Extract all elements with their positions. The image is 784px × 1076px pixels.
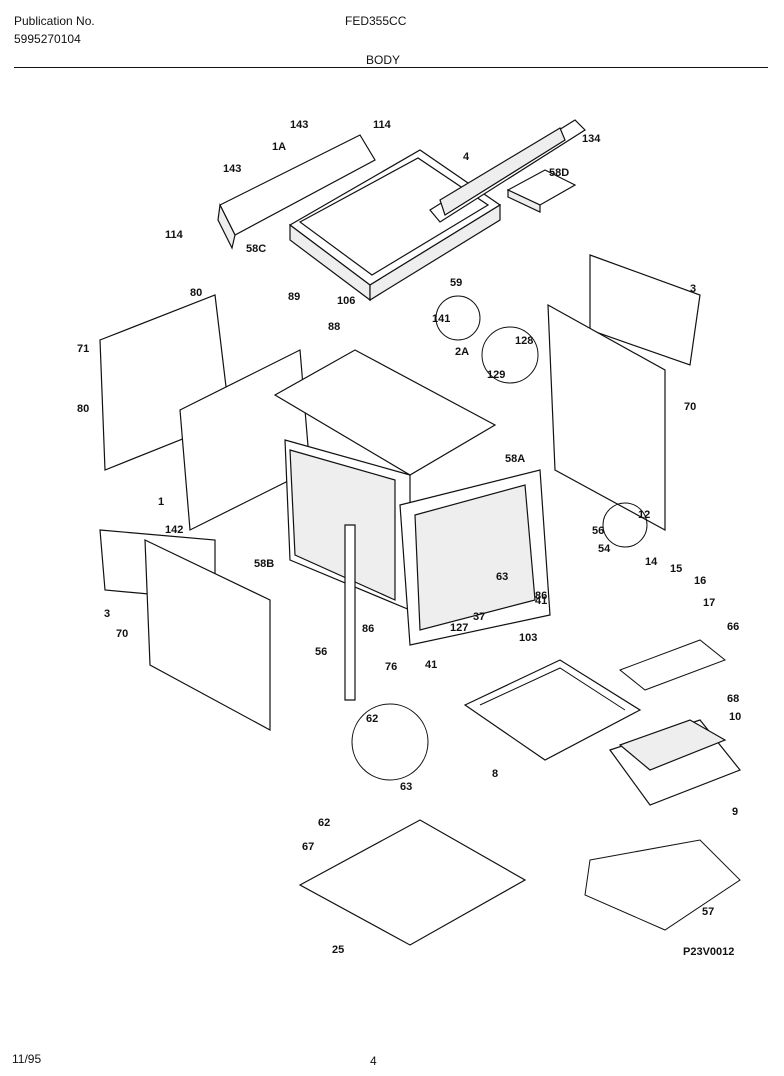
callout-127: 127	[450, 622, 468, 634]
callout-129: 129	[487, 369, 505, 381]
callout-1: 1	[158, 496, 164, 508]
callout-62: 62	[318, 817, 330, 829]
detail-circle-141	[435, 295, 481, 341]
callout-56: 56	[592, 525, 604, 537]
callout-41: 41	[425, 659, 437, 671]
callout-134: 134	[582, 133, 601, 145]
callout-16: 16	[694, 575, 706, 587]
broil-element	[619, 639, 726, 691]
callout-58A: 58A	[505, 453, 525, 465]
callout-143: 143	[223, 163, 241, 175]
footer-date: 11/95	[12, 1052, 42, 1066]
bottom-panel	[298, 819, 527, 946]
control-box	[506, 169, 577, 213]
callout-114: 114	[165, 229, 184, 241]
callout-3: 3	[104, 608, 110, 620]
callout-41: 41	[535, 595, 547, 607]
callout-56: 56	[315, 646, 327, 658]
callout-12: 12	[638, 509, 650, 521]
callout-143: 143	[290, 119, 308, 131]
callout-59: 59	[450, 277, 462, 289]
callout-89: 89	[288, 291, 300, 303]
cooktop-top-panel	[288, 149, 502, 302]
callout-62: 62	[366, 713, 378, 725]
callout-67: 67	[302, 841, 314, 853]
callout-86: 86	[535, 590, 547, 602]
callout-54: 54	[598, 543, 611, 555]
detail-circle-62	[351, 703, 429, 781]
callout-10: 10	[729, 711, 741, 723]
right-side-panel	[547, 254, 701, 532]
callout-57: 57	[702, 906, 714, 918]
detail-circle-12	[602, 502, 648, 548]
callout-17: 17	[703, 597, 715, 609]
door-strip	[344, 524, 356, 701]
broiler-rack	[463, 659, 642, 761]
lower-side-panel	[99, 529, 271, 732]
footer-page-number: 4	[370, 1054, 377, 1068]
callout-63: 63	[496, 571, 508, 583]
callout-58B: 58B	[254, 558, 274, 570]
model-number: FED355CC	[345, 14, 407, 28]
callout-80: 80	[77, 403, 89, 415]
callout-15: 15	[670, 563, 682, 575]
callout-128: 128	[515, 335, 533, 347]
callout-3: 3	[690, 283, 696, 295]
header-rule	[14, 67, 768, 68]
callout-4: 4	[463, 151, 470, 163]
callout-14: 14	[645, 556, 658, 568]
callout-142: 142	[165, 524, 183, 536]
callout-86: 86	[362, 623, 374, 635]
callout-8: 8	[492, 768, 498, 780]
callout-103: 103	[519, 632, 537, 644]
callout-114: 114	[373, 119, 392, 131]
callout-71: 71	[77, 343, 89, 355]
callout-58C: 58C	[246, 243, 266, 255]
callout-63: 63	[400, 781, 412, 793]
oven-body	[179, 349, 551, 646]
callout-70: 70	[684, 401, 696, 413]
section-title: BODY	[366, 53, 401, 67]
callout-141: 141	[432, 313, 450, 325]
callout-2A: 2A	[455, 346, 469, 358]
callout-66: 66	[727, 621, 739, 633]
diagram-code: P23V0012	[683, 946, 734, 958]
publication-label: Publication No.	[14, 14, 95, 28]
callout-106: 106	[337, 295, 355, 307]
publication-number: 5995270104	[14, 32, 81, 46]
callout-37: 37	[473, 611, 485, 623]
control-panel	[429, 119, 586, 223]
detail-circle-128	[481, 326, 539, 384]
callout-9: 9	[732, 806, 738, 818]
callout-68: 68	[727, 693, 739, 705]
broiler-pan	[609, 719, 741, 806]
callout-1A: 1A	[272, 141, 286, 153]
callout-70: 70	[116, 628, 128, 640]
callout-58D: 58D	[549, 167, 569, 179]
callout-76: 76	[385, 661, 397, 673]
back-trim-panel	[217, 134, 376, 250]
callout-25: 25	[332, 944, 344, 956]
callout-88: 88	[328, 321, 340, 333]
bake-element	[584, 839, 741, 931]
callout-80: 80	[190, 287, 202, 299]
